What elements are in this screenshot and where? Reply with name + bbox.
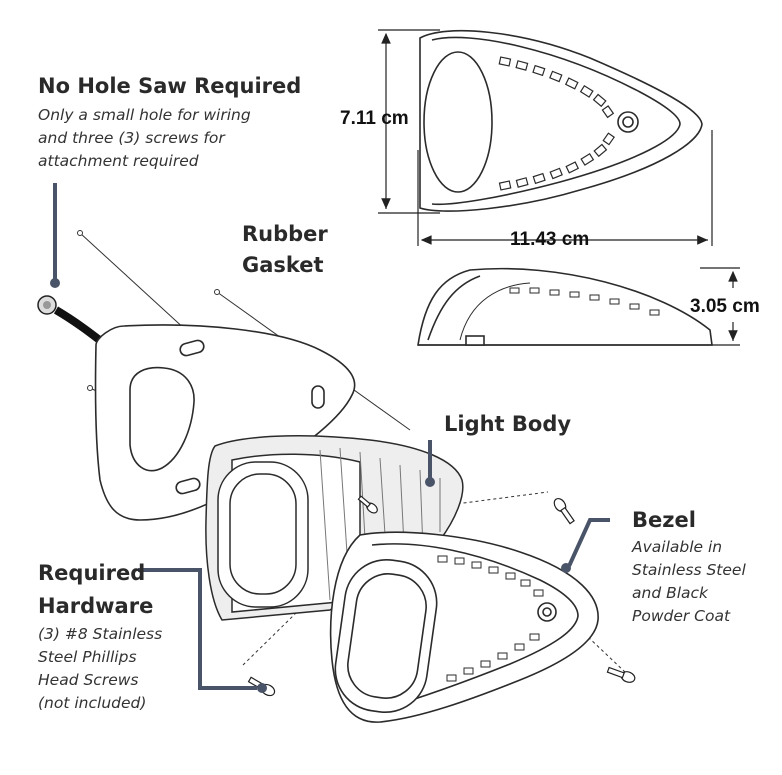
rubber-gasket	[94, 324, 356, 521]
bezel-led-row	[437, 555, 544, 682]
height-dimension-label: 7.11 cm	[340, 108, 409, 129]
side-view-led-row	[509, 287, 660, 316]
light-body	[205, 435, 464, 621]
top-view-outline	[419, 29, 703, 212]
rubber-gasket-label-2: Gasket	[242, 253, 324, 277]
bezel-title: Bezel	[632, 508, 696, 532]
depth-dimension-line	[700, 267, 740, 346]
callout-dots	[50, 278, 571, 693]
depth-dimension-label: 3.05 cm	[690, 296, 760, 317]
length-dimension-line	[417, 130, 713, 246]
bezel-line-4: Powder Coat	[632, 607, 731, 625]
required-hardware-note-2: Steel Phillips	[38, 648, 137, 666]
callout-leaders	[53, 183, 610, 690]
length-dimension-label: 11.43 cm	[510, 229, 590, 250]
required-hardware-label-2: Hardware	[38, 594, 154, 618]
height-dimension-line	[378, 29, 440, 214]
bezel	[329, 531, 599, 723]
pin-dots	[77, 230, 220, 391]
no-hole-saw-line-3: attachment required	[38, 152, 199, 170]
required-hardware-note-3: Head Screws	[38, 671, 139, 689]
required-hardware-label-1: Required	[38, 561, 146, 585]
rubber-gasket-label-1: Rubber	[242, 222, 328, 246]
no-hole-saw-line-1: Only a small hole for wiring	[38, 106, 251, 124]
no-hole-saw-line-2: and three (3) screws for	[38, 129, 225, 147]
bezel-line-2: Stainless Steel	[632, 561, 746, 579]
top-view-led-row	[498, 56, 615, 191]
no-hole-saw-title: No Hole Saw Required	[38, 74, 302, 98]
light-body-label: Light Body	[444, 412, 572, 436]
required-hardware-note-1: (3) #8 Stainless	[38, 625, 163, 643]
bezel-line-3: and Black	[632, 584, 709, 602]
side-view-outline	[417, 267, 713, 346]
required-hardware-note-4: (not included)	[38, 694, 147, 712]
bezel-line-1: Available in	[632, 538, 723, 556]
